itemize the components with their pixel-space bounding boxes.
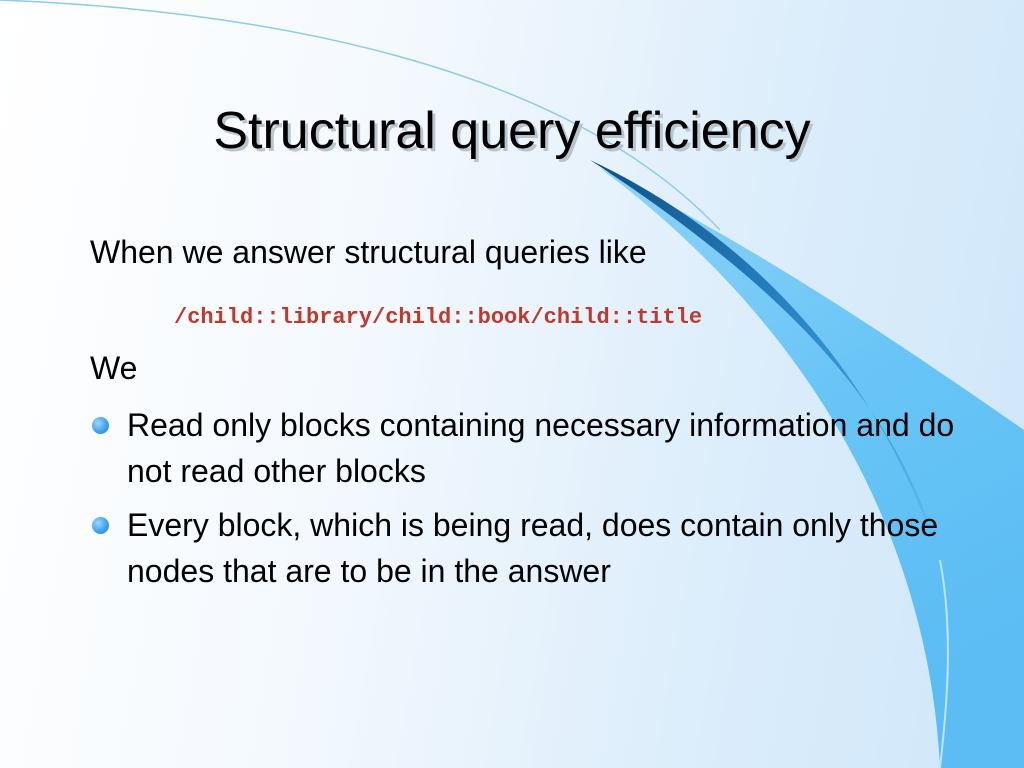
bullet-text: Read only blocks containing necessary in…: [127, 407, 955, 489]
bullet-text: Every block, which is being read, does c…: [127, 507, 939, 589]
intro-text: When we answer structural queries like: [90, 234, 647, 270]
query-path-code: /child::library/child::book/child::title: [174, 305, 703, 330]
list-item: Every block, which is being read, does c…: [90, 502, 970, 594]
edge-line: [939, 559, 949, 768]
list-item: Read only blocks containing necessary in…: [90, 402, 970, 494]
bullet-list: Read only blocks containing necessary in…: [90, 402, 970, 602]
bullet-dot-icon: [92, 517, 109, 534]
lead-text: We: [90, 350, 138, 386]
light-swoosh: [600, 168, 1024, 768]
bullet-dot-icon: [92, 417, 109, 434]
slide-title: Structural query efficiency: [213, 102, 811, 160]
top-arc-line: [0, 0, 721, 231]
